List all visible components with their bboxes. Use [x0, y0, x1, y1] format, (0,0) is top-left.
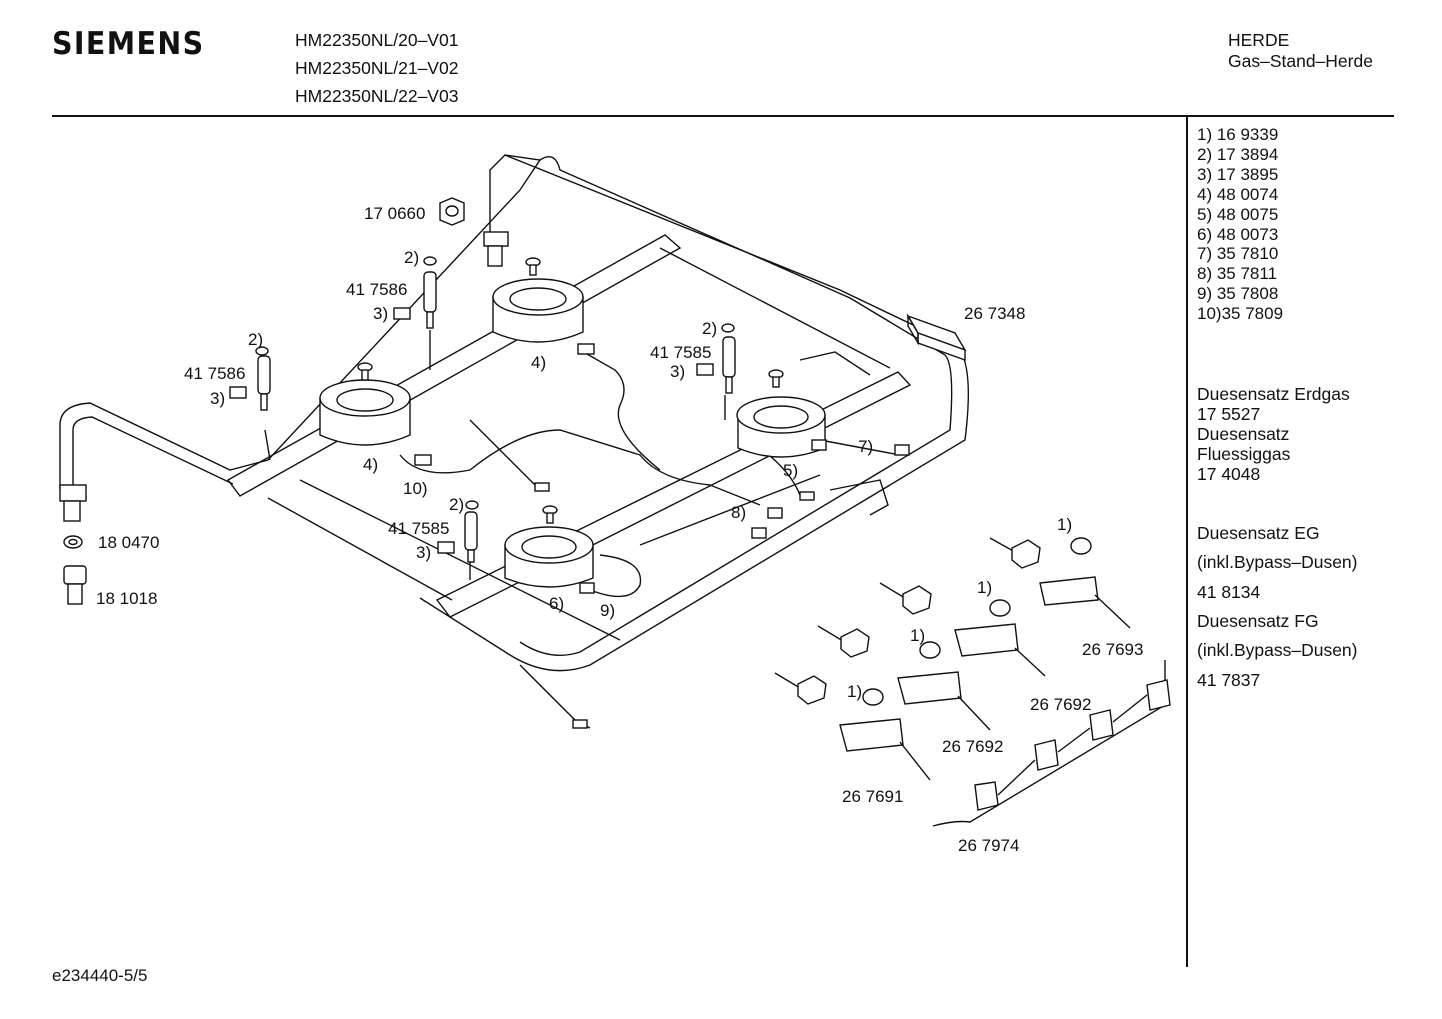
- nozzle-set-line: Duesensatz: [1197, 424, 1290, 444]
- model-number-2: HM22350NL/21–V02: [295, 58, 459, 78]
- nozzle-set-line: Duesensatz Erdgas: [1197, 384, 1350, 404]
- parts-legend: 1) 16 9339 2) 17 3894 3) 17 3895 4) 48 0…: [1197, 125, 1283, 324]
- label-electrode: 41 7585: [388, 519, 449, 538]
- inlet-fitting-icon: [59, 484, 87, 522]
- legend-divider: [1186, 117, 1188, 967]
- screw-icon: [525, 257, 541, 276]
- ignition-electrode-icon: [464, 511, 478, 563]
- label-ref8: 8): [731, 503, 746, 522]
- screw-icon: [357, 362, 373, 381]
- legend-item: 8) 35 7811: [1197, 264, 1278, 284]
- nozzle-set-line: 17 4048: [1197, 464, 1261, 484]
- label-ref5: 5): [783, 461, 798, 480]
- brand-logo: SIEMENS: [52, 26, 205, 62]
- label-gas-tap: 26 7692: [1030, 695, 1091, 714]
- ignition-electrode-icon: [722, 336, 736, 394]
- washer-icon: [63, 535, 83, 549]
- label-ref2: 2): [404, 248, 419, 267]
- wire-terminal-icon: [534, 482, 815, 729]
- document-id: e234440-5/5: [52, 966, 148, 985]
- header-divider: [52, 115, 1394, 117]
- label-ref6: 6): [549, 594, 564, 613]
- gas-tap-icon: [774, 672, 931, 781]
- label-ref2: 2): [248, 330, 263, 349]
- ignition-electrode-icon: [257, 355, 271, 411]
- exploded-parts-diagram: 17 0660 2) 41 7586 3) 2) 41 7586 3) 4) 4…: [59, 154, 1171, 855]
- legend-item: 3) 17 3895: [1197, 164, 1279, 184]
- label-ref2: 2): [702, 319, 717, 338]
- screw-icon: [768, 369, 784, 388]
- label-ref10: 10): [403, 479, 428, 498]
- legend-item: 1) 16 9339: [1197, 125, 1279, 144]
- burner-cup-icon: [492, 278, 584, 343]
- label-ref1: 1): [977, 578, 992, 597]
- mounting-rail-icon: [932, 660, 1171, 827]
- inlet-fitting-icon: [483, 231, 509, 267]
- label-electrode: 41 7585: [650, 343, 711, 362]
- label-ref4: 4): [363, 455, 378, 474]
- nozzle-set-line: Fluessiggas: [1197, 444, 1291, 464]
- bypass-set-fg-note: (inkl.Bypass–Dusen): [1197, 640, 1358, 660]
- nozzle-set-line: 17 5527: [1197, 404, 1261, 424]
- legend-item: 7) 35 7810: [1197, 244, 1279, 264]
- fitting-icon: [63, 565, 87, 605]
- bypass-set-eg-number: 41 8134: [1197, 582, 1261, 602]
- label-gas-tap: 26 7693: [1082, 640, 1143, 659]
- label-ref9: 9): [600, 601, 615, 620]
- bypass-set-fg: Duesensatz FG: [1197, 611, 1319, 631]
- legend-item: 5) 48 0075: [1197, 204, 1279, 224]
- washer-icon: [255, 256, 735, 510]
- label-ref2: 2): [449, 495, 464, 514]
- label-ref1: 1): [910, 626, 925, 645]
- burner-frame: [59, 154, 970, 729]
- legend-item: 10)35 7809: [1197, 304, 1284, 324]
- label-switch: 26 7348: [964, 304, 1025, 323]
- model-number-3: HM22350NL/22–V03: [295, 86, 459, 106]
- label-ref7: 7): [858, 437, 873, 456]
- legend-item: 6) 48 0073: [1197, 224, 1279, 244]
- part-labels: 17 0660 2) 41 7586 3) 2) 41 7586 3) 4) 4…: [96, 204, 1143, 855]
- bypass-set-eg-note: (inkl.Bypass–Dusen): [1197, 552, 1358, 572]
- label-ref3: 3): [416, 543, 431, 562]
- bypass-set-fg-number: 41 7837: [1197, 670, 1261, 690]
- label-electrode: 41 7586: [346, 280, 407, 299]
- label-ref3: 3): [670, 362, 685, 381]
- clip-icon: [229, 307, 714, 554]
- label-fitting: 18 1018: [96, 589, 157, 608]
- legend-item: 4) 48 0074: [1197, 184, 1279, 204]
- label-ref1: 1): [1057, 515, 1072, 534]
- label-ref4: 4): [531, 353, 546, 372]
- model-number-1: HM22350NL/20–V01: [295, 30, 459, 50]
- nozzle-sets: Duesensatz Erdgas 17 5527 Duesensatz Flu…: [1197, 384, 1350, 484]
- ignition-electrode-icon: [423, 271, 437, 329]
- label-nut: 17 0660: [364, 204, 425, 223]
- legend-item: 2) 17 3894: [1197, 144, 1279, 164]
- legend-item: 9) 35 7808: [1197, 284, 1279, 304]
- label-rail: 26 7974: [958, 836, 1019, 855]
- ignition-switch-icon: [906, 313, 967, 361]
- label-gas-tap: 26 7692: [942, 737, 1003, 756]
- pipe-connector-icon: [414, 343, 910, 594]
- label-electrode: 41 7586: [184, 364, 245, 383]
- gas-tap-icon: [817, 625, 991, 731]
- gas-tap-icon: [989, 537, 1131, 629]
- gas-tap-icon: [879, 582, 1046, 677]
- label-ref1: 1): [847, 682, 862, 701]
- screw-icon: [542, 505, 558, 524]
- label-washer: 18 0470: [98, 533, 159, 552]
- category-subtitle: Gas–Stand–Herde: [1228, 51, 1373, 71]
- category-title: HERDE: [1228, 30, 1290, 50]
- burner-cup-icon: [319, 379, 411, 446]
- hex-nut-icon: [439, 197, 465, 226]
- label-gas-tap: 26 7691: [842, 787, 903, 806]
- bypass-set-eg: Duesensatz EG: [1197, 523, 1320, 543]
- burner-cup-icon: [504, 526, 594, 588]
- label-ref3: 3): [210, 389, 225, 408]
- label-ref3: 3): [373, 304, 388, 323]
